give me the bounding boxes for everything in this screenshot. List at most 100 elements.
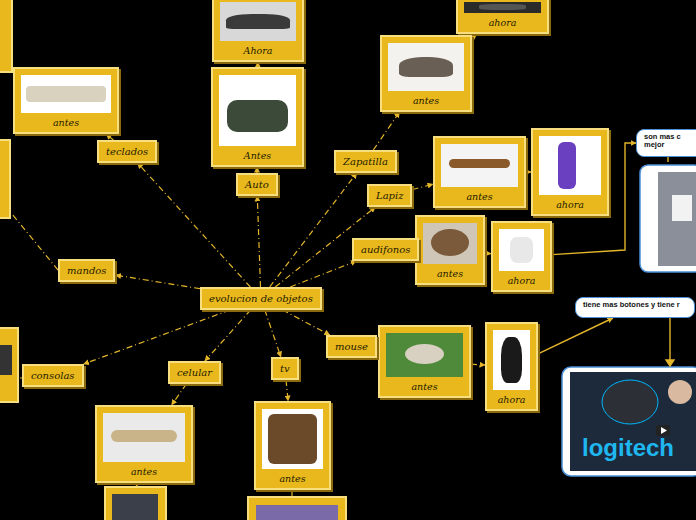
node-label: audifonos	[361, 244, 410, 255]
node-label: Auto	[245, 179, 269, 190]
connector	[413, 184, 434, 189]
connector	[373, 112, 399, 150]
node-label: tv	[280, 363, 290, 374]
brand-text: logitech	[582, 434, 674, 462]
photo	[112, 494, 158, 520]
photo	[219, 75, 296, 146]
photo-frame	[640, 165, 696, 272]
connector	[257, 196, 260, 287]
image-card: ahora	[485, 322, 538, 411]
cut-card	[248, 497, 346, 520]
topic-box: audifonos	[352, 238, 419, 261]
photo-object	[268, 414, 317, 464]
photo	[21, 75, 111, 113]
topic-box: mouse	[326, 335, 377, 358]
image-card: antes	[415, 215, 485, 285]
photo-object	[26, 86, 105, 103]
topic-box: celular	[168, 361, 221, 384]
note-box: tiene mas botones y tiene r	[575, 297, 695, 318]
node-label: mandos	[67, 265, 106, 276]
caption: Ahora	[214, 45, 302, 56]
photo-object	[510, 237, 533, 262]
arrow-head	[666, 360, 674, 366]
image-card: antes	[95, 405, 193, 483]
connector	[472, 34, 477, 38]
root-box: evolucion de objetos	[200, 287, 322, 310]
topic-box: mandos	[58, 259, 115, 282]
connector	[286, 380, 288, 401]
caption: antes	[435, 191, 524, 202]
node-label: son mas c mejor	[644, 133, 690, 150]
cut-card	[105, 487, 166, 520]
leader-line	[669, 318, 670, 361]
node-label: Lapiz	[376, 190, 403, 201]
caption: ahora	[533, 199, 607, 210]
photo	[570, 372, 696, 471]
photo	[499, 229, 544, 271]
photo	[0, 345, 12, 375]
node-label: tiene mas botones y tiene r	[583, 301, 687, 309]
connector	[205, 310, 251, 361]
photo	[539, 136, 601, 195]
photo	[441, 144, 518, 187]
caption: ahora	[487, 394, 536, 405]
node-label: teclados	[106, 146, 148, 157]
node-label: evolucion de objetos	[209, 293, 313, 304]
caption: antes	[256, 473, 329, 484]
caption: antes	[97, 466, 191, 477]
photo	[388, 43, 464, 91]
node-label: Zapatilla	[343, 156, 388, 167]
caption: antes	[382, 95, 470, 106]
leader-line	[291, 490, 292, 496]
photo	[220, 2, 296, 41]
caption: ahora	[458, 17, 547, 28]
photo	[668, 380, 692, 404]
topic-box: teclados	[97, 140, 157, 163]
photo	[386, 333, 463, 377]
caption: antes	[417, 268, 483, 279]
topic-box: Auto	[236, 173, 278, 196]
photo	[256, 505, 338, 520]
image-card: Antes	[211, 67, 304, 167]
photo-object	[399, 57, 452, 76]
image-card: antes	[433, 136, 526, 208]
caption: ahora	[493, 275, 550, 286]
photo	[103, 413, 185, 462]
photo-object	[405, 344, 444, 364]
image-card: antes	[254, 401, 331, 490]
photo	[464, 2, 541, 13]
photo	[658, 172, 696, 266]
topic-box: consolas	[22, 364, 84, 387]
leader-line	[667, 157, 668, 162]
connector	[290, 261, 356, 287]
node-label: mouse	[335, 341, 368, 352]
photo-object	[226, 14, 290, 30]
cut-card	[0, 0, 12, 72]
caption: antes	[380, 381, 469, 392]
connector	[265, 310, 281, 357]
caption: Antes	[213, 150, 302, 161]
image-card: antes	[13, 67, 119, 134]
note-box: son mas c mejor	[636, 129, 696, 157]
node-label: consolas	[31, 370, 75, 381]
leader-line	[136, 483, 140, 486]
photo-object	[501, 337, 522, 383]
connector	[84, 310, 230, 364]
connector	[283, 310, 330, 335]
image-card: Ahora	[212, 0, 304, 62]
image-card: ahora	[491, 221, 552, 292]
photo-object	[227, 100, 289, 132]
photo-object	[558, 142, 577, 189]
image-card: antes	[380, 35, 472, 112]
image-card: antes	[378, 325, 471, 398]
topic-box: Lapiz	[367, 184, 412, 207]
photo-object	[449, 159, 511, 168]
photo	[493, 330, 530, 390]
connector	[172, 384, 187, 405]
photo	[672, 195, 692, 221]
connector	[471, 364, 485, 366]
photo-object	[431, 229, 469, 256]
topic-box: tv	[271, 357, 299, 380]
leader-line	[12, 214, 58, 270]
